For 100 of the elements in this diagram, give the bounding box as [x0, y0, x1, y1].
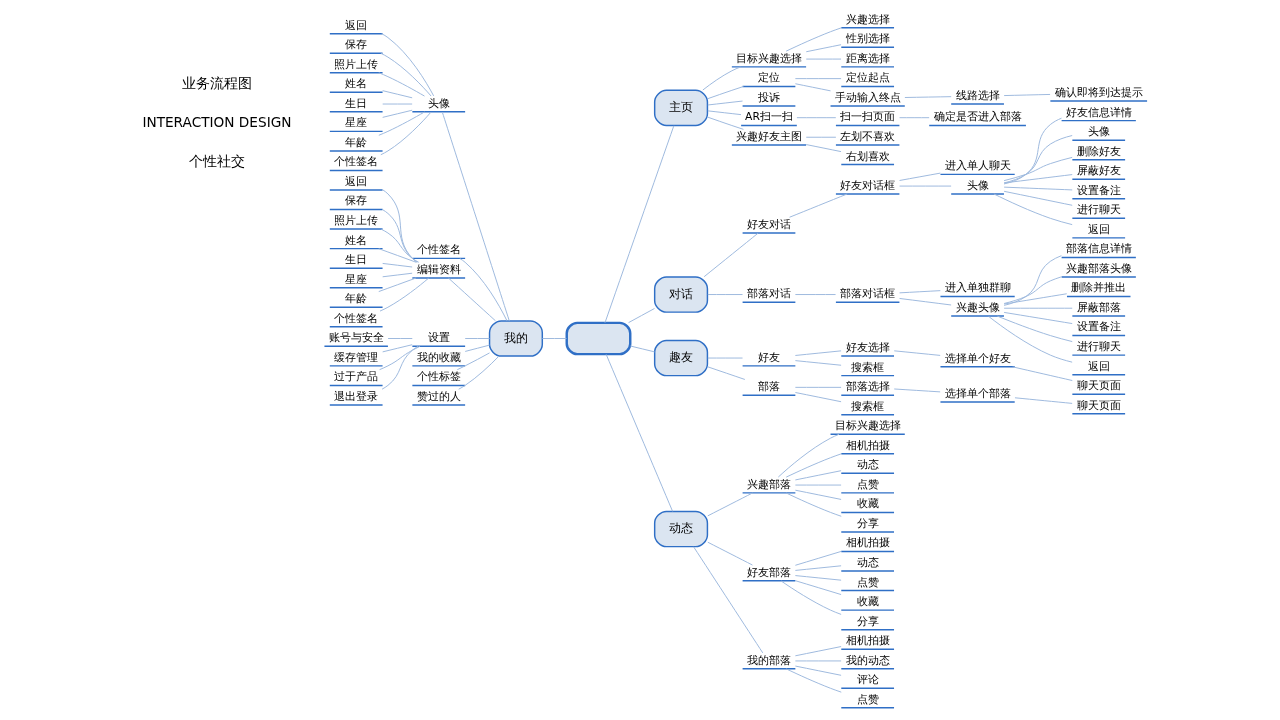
connector: [627, 308, 655, 324]
connector: [794, 550, 842, 566]
connector: [706, 100, 743, 106]
node-text: 定位起点: [845, 71, 890, 85]
label: 业务流程图: [181, 75, 252, 92]
node-text: 收藏: [856, 497, 879, 511]
node-text: 选择单个好友: [944, 351, 1011, 365]
node-text: 赞过的人: [416, 389, 461, 403]
node-text: 评论: [856, 673, 879, 687]
connector: [785, 453, 842, 478]
connector: [788, 193, 848, 218]
connector: [464, 338, 490, 339]
connector: [604, 125, 674, 324]
connector: [377, 248, 417, 263]
node-box: 趣友: [653, 339, 708, 377]
node-text: 性别选择: [845, 32, 890, 46]
connector: [458, 258, 507, 322]
node-text: 相机拍摄: [845, 438, 890, 452]
node-text: 头像: [966, 178, 989, 192]
connector: [703, 232, 758, 278]
connector: [706, 116, 744, 130]
node-text: 照片上传: [333, 57, 378, 71]
connector: [794, 386, 842, 388]
node-text: 个性签名: [333, 155, 378, 169]
connector: [898, 172, 941, 181]
node-text: 动态: [856, 458, 879, 472]
node-text: 部落对话框: [839, 287, 895, 301]
connector: [706, 366, 745, 380]
connector: [456, 352, 490, 371]
node-text: 删除并推出: [1070, 281, 1126, 295]
connector: [706, 492, 753, 517]
node-text: 搜索框: [850, 360, 884, 374]
node-box: 主页: [653, 89, 708, 127]
node-text: 我的收藏: [416, 350, 461, 364]
connector: [898, 297, 952, 306]
connector: [381, 262, 413, 268]
connector: [996, 315, 1073, 343]
label: 个性社交: [188, 153, 245, 170]
connector: [706, 541, 753, 566]
connector: [387, 338, 413, 339]
connector: [441, 111, 510, 322]
connector: [805, 58, 842, 60]
connector: [1003, 174, 1073, 184]
node-text: 选择单个部落: [944, 386, 1011, 400]
connector: [794, 575, 842, 581]
connector: [381, 272, 413, 278]
connector: [381, 344, 413, 353]
node-text: 手动输入终点: [834, 90, 901, 104]
connector: [805, 136, 836, 138]
connector: [379, 52, 432, 97]
connector: [893, 388, 941, 393]
node-box: [565, 321, 631, 356]
node-text: 星座: [344, 116, 367, 130]
connector: [893, 350, 941, 356]
connector: [381, 209, 418, 263]
node-text: 过于产品: [333, 370, 378, 384]
node-text: 进入单人聊天: [944, 159, 1011, 173]
node-text: 屏蔽好友: [1076, 164, 1121, 178]
connector: [1011, 366, 1073, 382]
connector: [1003, 276, 1062, 304]
node-text: 确认即将到达提示: [1054, 86, 1143, 100]
node-text: 返回: [1087, 222, 1110, 236]
connector: [987, 315, 1073, 363]
connector: [794, 660, 842, 662]
node-text: 账号与安全: [328, 331, 384, 345]
connector: [447, 277, 496, 322]
node-text: 目标兴趣选择: [834, 419, 901, 433]
node-text: 部落选择: [845, 380, 890, 394]
node-text: 个性标签: [416, 370, 461, 384]
connector: [692, 546, 763, 654]
node-text: 分享: [856, 516, 879, 530]
node-text: 好友选择: [845, 341, 890, 355]
connector: [1003, 255, 1062, 306]
connector: [701, 66, 741, 91]
connector: [1003, 117, 1062, 185]
connector: [1014, 397, 1073, 404]
node-text: 确定是否进入部落: [933, 110, 1022, 124]
node-text: 设置备注: [1076, 320, 1121, 334]
node-text: 点赞: [856, 692, 879, 706]
connector: [706, 294, 743, 296]
node-text: 编辑资料: [416, 262, 461, 276]
connector: [381, 189, 417, 263]
node-text: 返回: [344, 174, 367, 188]
connector: [794, 580, 842, 596]
label: INTERACTION DESIGN: [141, 114, 292, 131]
node-text: 进行聊天: [1076, 340, 1121, 354]
connector: [379, 111, 432, 156]
node-box: 动态: [653, 510, 708, 548]
node-text: 分享: [856, 614, 879, 628]
node-text: 兴趣部落头像: [1065, 261, 1132, 275]
connector: [1003, 93, 1051, 97]
node-text: 退出登录: [333, 389, 378, 403]
node-text: 姓名: [344, 77, 367, 91]
connector: [992, 193, 1073, 226]
connector: [1003, 135, 1073, 184]
node-box: 对话: [653, 276, 708, 313]
connector: [785, 492, 842, 517]
node-text: 进行聊天: [1076, 203, 1121, 217]
node-box: 我的: [488, 320, 543, 357]
connector: [794, 489, 842, 500]
